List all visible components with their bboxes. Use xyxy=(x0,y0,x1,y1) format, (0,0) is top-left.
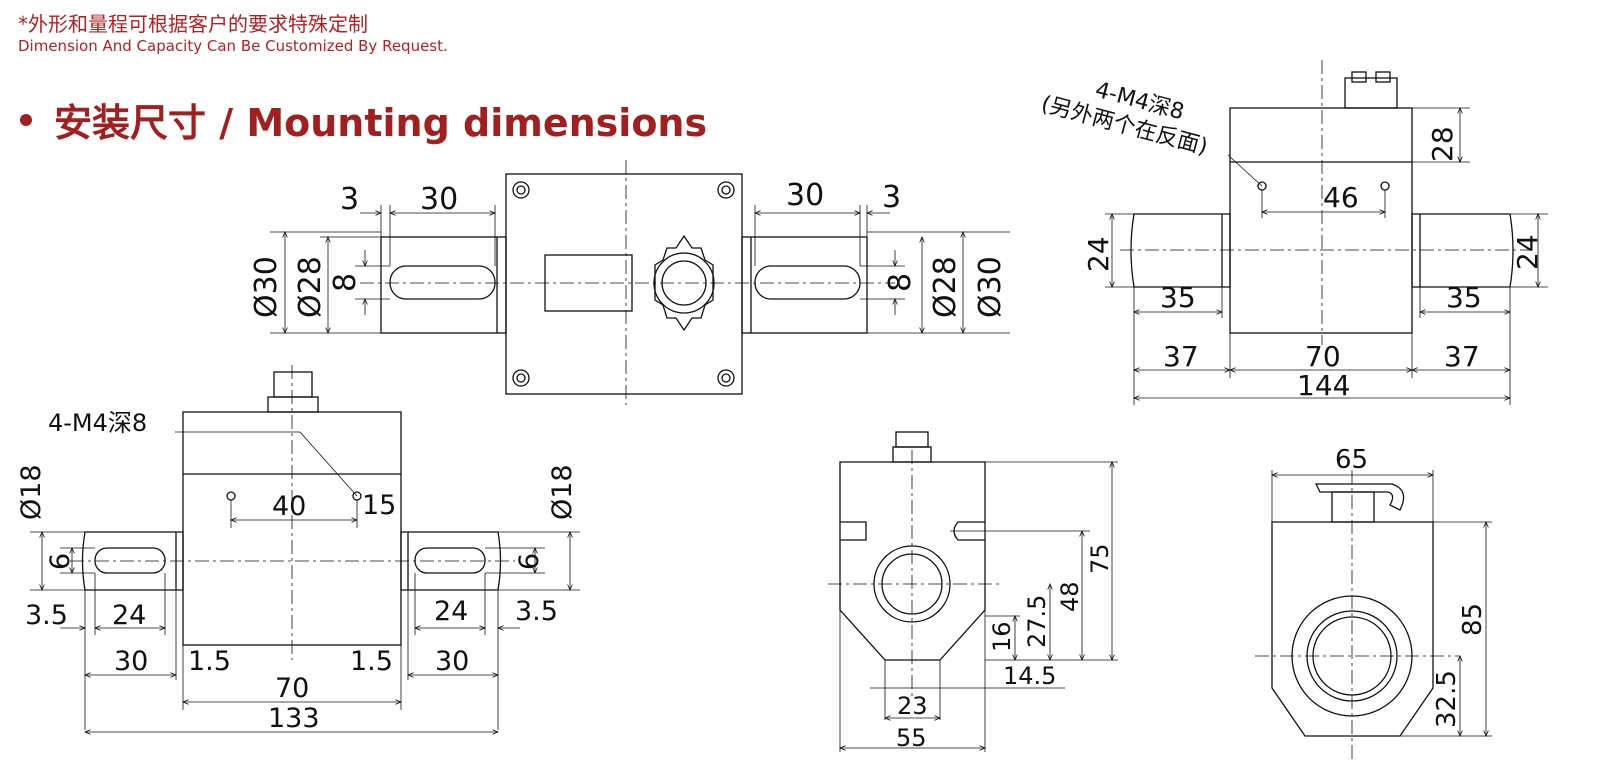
bullet-icon xyxy=(20,113,32,126)
dim-label: 6 xyxy=(514,553,545,570)
dim-label: Ø30 xyxy=(249,256,284,318)
dim-label: 15 xyxy=(362,490,396,521)
dim-label: 30 xyxy=(420,182,458,217)
right-keyway xyxy=(754,265,861,300)
dim-label: 37 xyxy=(1163,340,1199,373)
end-view-labels: 75 48 27.5 16 14.5 23 55 xyxy=(896,543,1114,752)
side-body xyxy=(1229,107,1413,334)
front-view-labels: 4-M4深8 Ø18 Ø18 40 15 6 6 3.5 24 24 3.5 3… xyxy=(16,409,578,734)
dim-label: 28 xyxy=(1426,126,1459,162)
dim-label: 48 xyxy=(1056,581,1084,612)
dim-label: 14.5 xyxy=(1003,662,1056,690)
dim-label: 8 xyxy=(328,273,363,292)
connector-socket-icon xyxy=(654,234,714,332)
dim-label: 27.5 xyxy=(1023,595,1051,648)
side-left-shaft xyxy=(1130,213,1231,288)
dim-label: 70 xyxy=(1305,340,1341,373)
end-view-2-labels: 65 85 32.5 xyxy=(1335,445,1488,728)
right-shaft xyxy=(741,236,868,334)
end2-body xyxy=(1271,521,1434,737)
dim-label: 3 xyxy=(882,180,901,215)
dim-label: 35 xyxy=(1446,281,1482,314)
end-slot-left xyxy=(840,521,867,541)
left-shaft xyxy=(380,236,507,334)
dim-label: Ø18 xyxy=(16,464,47,520)
customization-note-en: Dimension And Capacity Can Be Customized… xyxy=(18,37,448,55)
dim-label: 8 xyxy=(883,273,918,292)
dim-label: 3.5 xyxy=(25,600,68,631)
dim-label: 6 xyxy=(45,553,76,570)
side-view xyxy=(1105,60,1548,405)
dim-label: 24 xyxy=(1511,234,1544,270)
dim-label: 3.5 xyxy=(515,596,558,627)
end2-cap xyxy=(1314,483,1405,511)
customization-note-cn: *外形和量程可根据客户的要求特殊定制 xyxy=(18,12,368,36)
end-view xyxy=(828,431,1118,752)
section-title: 安装尺寸 / Mounting dimensions xyxy=(20,92,707,147)
end2-connector xyxy=(1331,491,1375,523)
end-view-2 xyxy=(1255,470,1492,760)
dim-label: 55 xyxy=(896,724,927,752)
dim-label: 144 xyxy=(1297,369,1350,402)
side-connector xyxy=(1344,77,1398,109)
top-view xyxy=(270,160,1010,405)
front-connector xyxy=(267,396,319,413)
dim-label: 24 xyxy=(434,596,468,627)
dim-label: 70 xyxy=(275,673,309,704)
dim-label: 35 xyxy=(1160,281,1196,314)
front-left-shaft xyxy=(81,531,184,591)
dim-label: Ø28 xyxy=(928,256,963,318)
thread-hole-icon xyxy=(1380,181,1390,191)
dim-label: Ø18 xyxy=(547,464,578,520)
dim-label: Ø28 xyxy=(293,256,328,318)
callout-label: 4-M4深8 xyxy=(48,409,147,437)
dim-label: 30 xyxy=(435,646,469,677)
side-right-shaft xyxy=(1411,213,1514,288)
dim-label: 75 xyxy=(1086,543,1114,574)
dim-label: 1.5 xyxy=(350,646,393,677)
dim-label: 65 xyxy=(1335,445,1368,475)
front-view xyxy=(30,365,580,732)
dim-label: 1.5 xyxy=(188,646,231,677)
end-body xyxy=(839,461,986,661)
dim-label: 46 xyxy=(1323,181,1359,214)
dim-label: 23 xyxy=(897,692,928,720)
dim-label: 3 xyxy=(340,182,359,217)
side-view-labels: 4-M4深8 (另外两个在反面) xyxy=(1038,78,1210,160)
dim-label: 133 xyxy=(268,703,320,734)
dim-label: 30 xyxy=(786,178,824,213)
top-view-labels: 3 30 30 3 Ø30 Ø28 8 8 Ø28 Ø30 xyxy=(249,178,1008,318)
dim-label: Ø30 xyxy=(973,256,1008,318)
left-keyway xyxy=(389,265,496,300)
dim-label: 24 xyxy=(1082,236,1115,272)
mounting-hole-icon xyxy=(512,181,735,387)
dim-label: 32.5 xyxy=(1432,670,1462,728)
dim-label: 24 xyxy=(112,600,146,631)
dim-label: 30 xyxy=(114,646,148,677)
dim-label: 37 xyxy=(1444,340,1480,373)
dim-label: 85 xyxy=(1458,603,1488,636)
thread-hole-icon xyxy=(226,491,236,501)
dim-label: 16 xyxy=(988,621,1016,652)
section-title-text: 安装尺寸 / Mounting dimensions xyxy=(54,101,708,145)
dim-label: 40 xyxy=(272,491,306,522)
